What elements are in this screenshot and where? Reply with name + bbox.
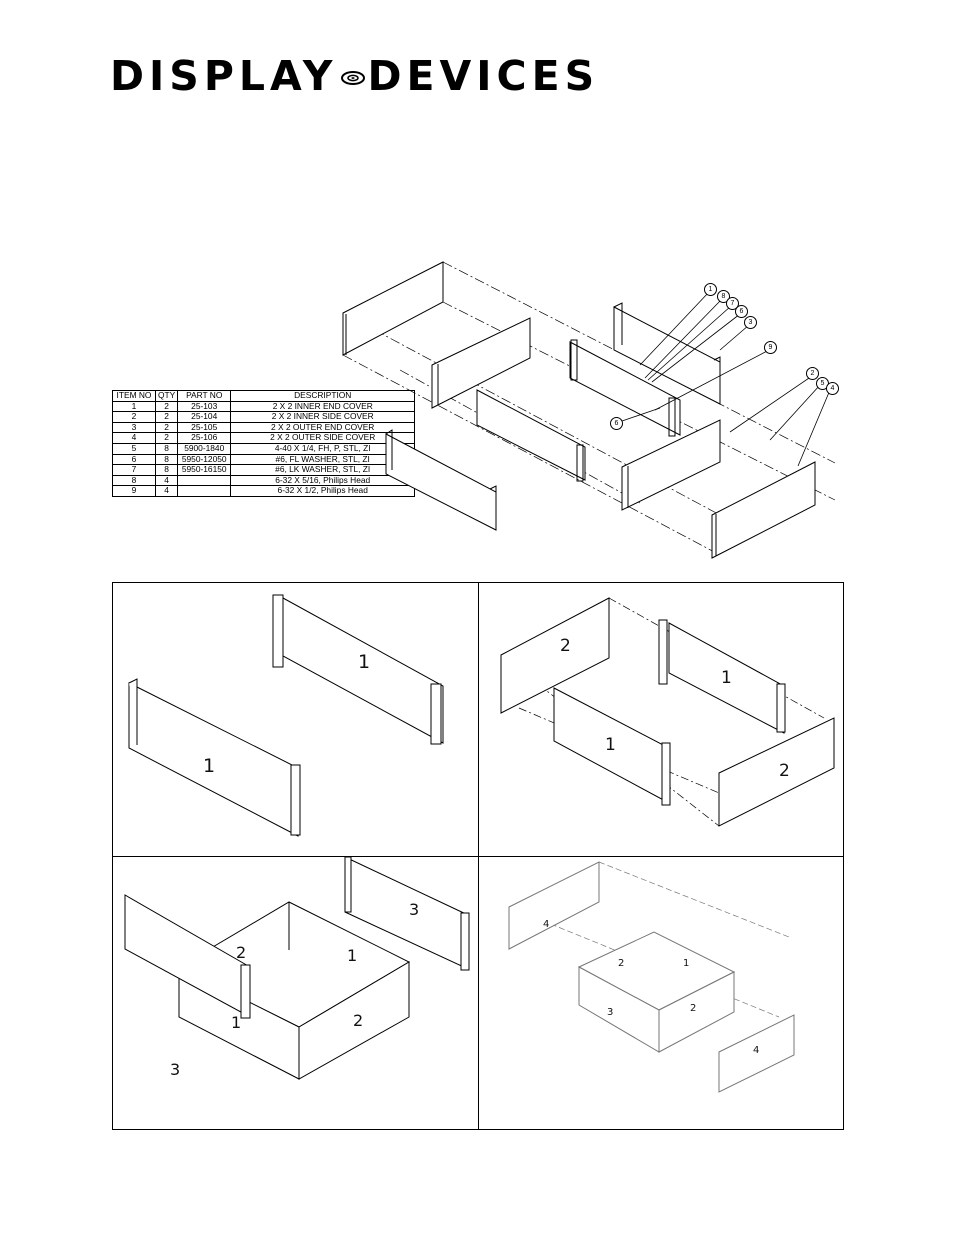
qty: 2 <box>154 432 179 444</box>
step1-drawing <box>128 594 444 837</box>
step3-label-end-rear: 1 <box>347 946 358 965</box>
step4-label-outer-end: 3 <box>607 1007 614 1018</box>
qty: 8 <box>154 453 179 466</box>
callout-balloon: 2 <box>806 367 819 380</box>
description: 2 X 2 OUTER SIDE COVER <box>230 432 416 444</box>
step2-drawing <box>500 597 835 827</box>
step2-label-end-front: 1 <box>605 735 616 755</box>
callout-balloon: 6 <box>735 305 748 318</box>
exploded-assembly-drawing <box>342 261 836 559</box>
qty: 2 <box>154 421 179 434</box>
inner-side-cover-front <box>476 389 586 481</box>
header-description: DESCRIPTION <box>230 390 416 402</box>
inner-end-cover-left <box>431 317 531 409</box>
qty: 2 <box>154 411 179 423</box>
description: 2 X 2 INNER SIDE COVER <box>230 411 416 423</box>
step1-label-inner-end-rear: 1 <box>358 651 371 673</box>
qty: 8 <box>154 442 179 455</box>
qty: 8 <box>154 464 179 476</box>
parts-table-header: ITEM NO QTY PART NO DESCRIPTION <box>112 390 416 402</box>
step4-label-end: 1 <box>683 958 690 969</box>
callout-balloon: 3 <box>744 316 757 329</box>
callout-balloon: 5 <box>816 377 829 390</box>
step3-label-outer-end-rear: 3 <box>409 900 420 919</box>
logo-word-devices: DEVICES <box>367 52 600 100</box>
assembly-steps-drawings <box>124 594 835 1093</box>
disc-logo-icon <box>340 71 365 85</box>
assembly-steps-grid: 1 1 2 1 1 2 3 2 1 1 2 3 4 2 1 3 2 4 <box>112 582 844 1130</box>
step2-label-side-left: 2 <box>560 636 571 656</box>
step2-label-side-right: 2 <box>779 761 790 781</box>
callout-balloon: 4 <box>826 382 839 395</box>
step4-label-outer-side-right: 4 <box>753 1045 760 1056</box>
qty: 4 <box>154 474 179 487</box>
description: 2 X 2 OUTER END COVER <box>230 421 416 434</box>
inner-side-cover-rear <box>569 341 681 436</box>
step3-label-outer-end-front: 3 <box>170 1060 181 1079</box>
step4-drawing <box>508 861 795 1093</box>
description: 2 X 2 INNER END COVER <box>230 400 416 413</box>
step1-label-inner-end-front: 1 <box>203 755 216 777</box>
header-qty: QTY <box>154 390 179 402</box>
step3-label-side-left: 2 <box>236 943 247 962</box>
step2-label-end-rear: 1 <box>721 668 732 688</box>
logo-word-display: DISPLAY <box>110 52 338 100</box>
qty: 4 <box>154 485 179 497</box>
step4-label-side-right: 2 <box>690 1003 697 1014</box>
step3-label-end-front: 1 <box>231 1013 242 1032</box>
description: 6-32 X 1/2, Philips Head <box>230 485 416 497</box>
step3-label-side-right: 2 <box>353 1011 364 1030</box>
step3-drawing <box>124 856 470 1080</box>
step4-label-side: 2 <box>618 958 625 969</box>
outer-side-cover-front <box>711 461 816 559</box>
brand-logo: DISPLAY DEVICES <box>110 52 600 100</box>
callout-balloon: 9 <box>764 341 777 354</box>
qty: 2 <box>154 400 179 413</box>
outer-end-cover-left <box>385 433 497 531</box>
outer-side-cover-back <box>342 261 444 356</box>
inner-end-cover-right <box>621 419 721 511</box>
grid-divider-horizontal <box>113 856 843 857</box>
callout-balloon: 1 <box>704 283 717 296</box>
step4-label-outer-side-left: 4 <box>543 919 550 930</box>
callout-balloon: 6 <box>610 417 623 430</box>
